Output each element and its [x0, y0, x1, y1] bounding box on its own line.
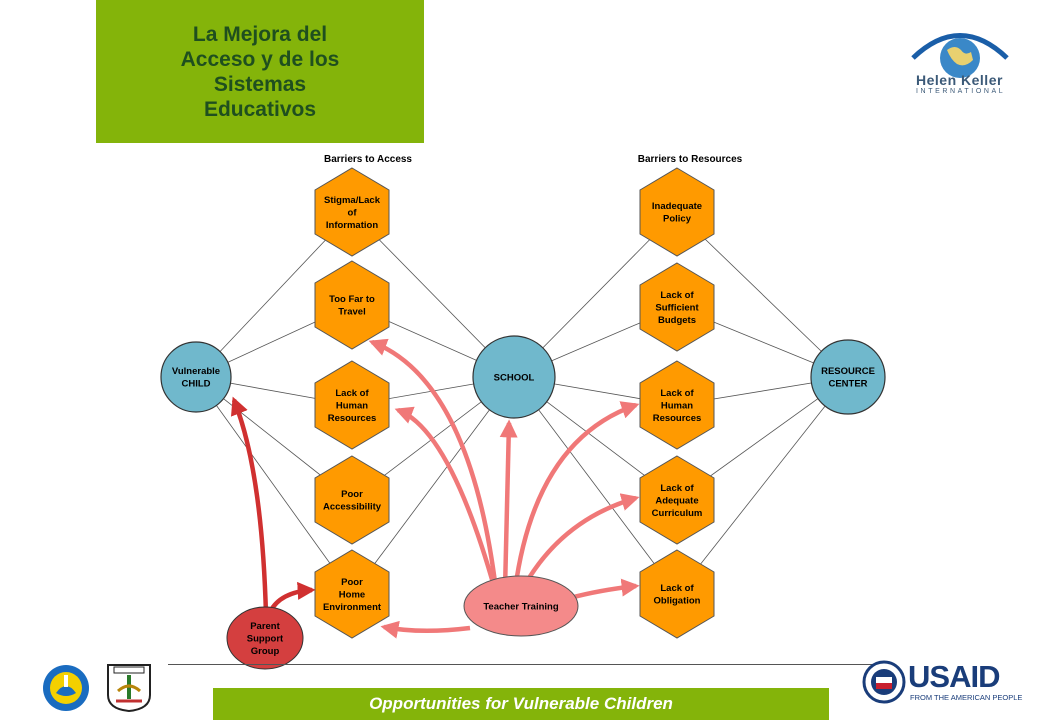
helen-keller-globe-logo [911, 33, 1009, 78]
vulnerable-child-circle-label: CHILD [181, 379, 210, 390]
access-barrier-hexagon-label: Resources [328, 413, 377, 424]
logo-name: Helen Keller [916, 72, 1003, 88]
access-barrier-hexagon-label: Too Far to [329, 294, 375, 305]
parent-support-label: Group [251, 646, 280, 657]
resource-barrier-hexagon-label: Lack of [660, 583, 694, 594]
access-barrier-hexagon-label: Stigma/Lack [324, 195, 381, 206]
resource-barrier-hexagon-label: Human [661, 400, 693, 411]
teacher-training-arrow [520, 493, 640, 592]
access-barrier-hexagon-label: Human [336, 400, 368, 411]
footer-text: Opportunities for Vulnerable Children [369, 694, 673, 713]
title-box: La Mejora del Acceso y de los Sistemas E… [96, 0, 424, 143]
usaid-tagline: FROM THE AMERICAN PEOPLE [910, 693, 1023, 702]
teacher-training-arrow [380, 620, 471, 639]
vulnerable-child-circle-label: Vulnerable [172, 366, 220, 377]
resource-barrier-hexagon-label: Sufficient [655, 302, 699, 313]
resource-barrier-hexagon-label: Adequate [655, 495, 698, 506]
access-barrier-hexagon: Too Far to Travel [314, 260, 390, 350]
teacher-training-arrow [569, 578, 640, 601]
slide-title: La Mejora del Acceso y de los Sistemas E… [180, 22, 340, 121]
teacher-training-ellipse: Teacher Training [463, 575, 579, 637]
resource-barrier-hexagon-label: Resources [653, 413, 702, 424]
resource-barrier-hexagon-label: Budgets [658, 315, 696, 326]
resource-barrier-hexagon-label: Policy [663, 214, 692, 225]
logo-subtitle: INTERNATIONAL [916, 88, 1006, 95]
barriers-to-access-heading: Barriers to Access [324, 154, 412, 165]
ministry-education-emblem [43, 665, 89, 711]
resource-center-circle-label: CENTER [828, 379, 867, 390]
resource-barrier-hexagon-label: Curriculum [652, 508, 703, 519]
access-barrier-hexagon-label: Accessibility [323, 502, 382, 513]
access-barrier-hexagon-label: Information [326, 220, 378, 231]
resource-center-circle: RESOURCE CENTER [810, 339, 886, 415]
teacher-training-arrow [368, 338, 499, 591]
resource-barrier-hexagon-label: Lack of [660, 290, 694, 301]
resource-barrier-hexagon: Lack of Obligation [639, 549, 715, 639]
parent-support-arrow [230, 396, 269, 616]
teacher-training-arrow [499, 419, 518, 591]
access-barrier-hexagon-label: Poor [341, 489, 363, 500]
school-circle: SCHOOL [472, 335, 556, 419]
resource-barrier-hexagon-label: Lack of [660, 388, 694, 399]
teacher-training-arrow [394, 406, 498, 591]
resource-center-circle-label: RESOURCE [821, 366, 875, 377]
teacher-training-arrow [512, 401, 640, 591]
school-circle-label: SCHOOL [494, 372, 535, 383]
bottom-divider [168, 664, 874, 665]
usaid-seal-icon [862, 660, 906, 704]
access-barrier-hexagon-label: Poor [341, 577, 363, 588]
access-barrier-hexagon-label: Travel [338, 307, 365, 318]
access-barrier-hexagon-label: Environment [323, 602, 382, 613]
jaya-raya-emblem [107, 664, 151, 713]
access-barrier-hexagon-label: Home [339, 589, 365, 600]
access-barrier-hexagon-label: Lack of [335, 388, 369, 399]
teacher-training-label: Teacher Training [483, 601, 559, 612]
intervention-arrows [230, 338, 640, 639]
resource-barrier-hexagon-label: Lack of [660, 483, 694, 494]
barriers-to-resources-heading: Barriers to Resources [638, 154, 743, 165]
resource-barrier-hexagon-label: Obligation [654, 596, 701, 607]
footer-bar: Opportunities for Vulnerable Children [213, 688, 829, 720]
parent-support-label: Support [247, 633, 284, 644]
parent-support-label: Parent [250, 621, 280, 632]
access-barrier-hexagon-label: of [348, 207, 358, 218]
resource-barrier-hexagon-label: Inadequate [652, 201, 702, 212]
usaid-wordmark: USAID [908, 659, 1000, 694]
